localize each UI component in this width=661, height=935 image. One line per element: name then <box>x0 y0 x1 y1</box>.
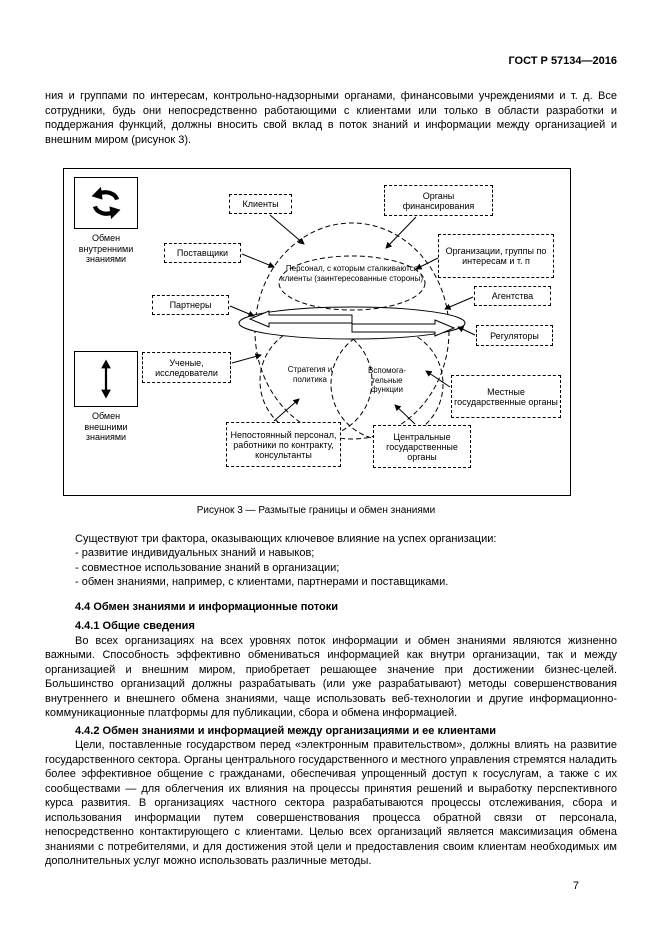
circular-exchange-arrows-icon <box>91 186 121 220</box>
center-personnel-label: Персонал, с которым сталкиваются клиенты… <box>281 264 423 283</box>
factor-item-1: - развитие индивидуальных знаний и навык… <box>75 547 315 559</box>
node-temporary-staff: Непостоянный персонал, работники по конт… <box>226 422 341 467</box>
node-central-government: Центральные государственные органы <box>373 425 471 468</box>
figure-caption: Рисунок 3 — Размытые границы и обмен зна… <box>196 505 436 516</box>
page-number: 7 <box>572 879 579 892</box>
factors-intro: Существуют три фактора, оказывающих ключ… <box>75 532 497 545</box>
paragraph-4-4-1: Во всех организациях на всех уровнях пот… <box>45 634 617 720</box>
content-column: ния и группами по интересам, контрольно-… <box>45 89 617 893</box>
factor-item-2: - совместное использование знаний в орга… <box>75 561 340 574</box>
node-researchers: Ученые, исследователи <box>142 352 231 383</box>
diagram-shapes <box>229 214 476 441</box>
document-number: ГОСТ Р 57134—2016 <box>508 55 617 67</box>
node-interest-groups: Организации, группы по интересам и т. п <box>438 234 554 278</box>
external-exchange-box <box>74 351 138 407</box>
vertical-double-arrow-icon <box>101 359 111 399</box>
node-clients: Клиенты <box>229 194 292 214</box>
paragraph-4-4-2: Цели, поставленные государством перед «э… <box>45 739 617 867</box>
heading-4-4-2: 4.4.2 Обмен знаниями и информацией между… <box>75 724 497 737</box>
node-regulators: Регуляторы <box>476 325 553 346</box>
heading-4-4-1: 4.4.1 Общие сведения <box>75 620 195 632</box>
node-funding-bodies: Органы финансирования <box>384 185 493 216</box>
intro-paragraph: ния и группами по интересам, контрольно-… <box>45 90 617 146</box>
node-partners: Партнеры <box>152 295 229 315</box>
heading-4-4: 4.4 Обмен знаниями и информационные пото… <box>75 600 339 613</box>
node-local-government: Местные государственные органы <box>451 375 561 418</box>
node-suppliers: Поставщики <box>164 243 241 263</box>
center-support-label: Вспомога- тельные функции <box>368 366 406 394</box>
factor-item-3: - обмен знаниями, например, с клиентами,… <box>75 576 449 588</box>
figure-3-diagram: Обмен внутренними знаниями Обмен внешним… <box>63 168 571 496</box>
legend-external-label: Обмен внешними знаниями <box>84 411 128 442</box>
center-strategy-label: Стратегия и политика <box>287 365 333 384</box>
legend-internal-label: Обмен внутренними знаниями <box>78 233 134 264</box>
node-agencies: Агентства <box>474 286 551 306</box>
internal-exchange-box <box>74 177 138 229</box>
